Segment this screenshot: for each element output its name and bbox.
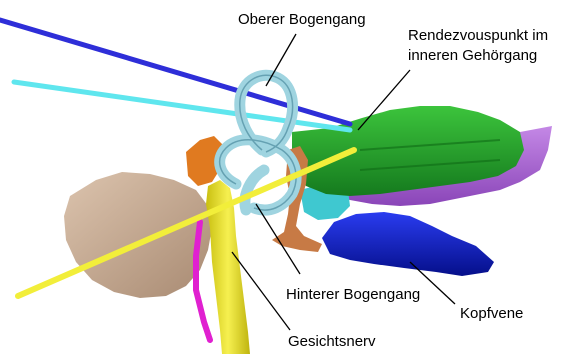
- vein: [322, 212, 494, 276]
- label-oberer-bogengang: Oberer Bogengang: [238, 11, 366, 29]
- label-gesichtsnerv: Gesichtsnerv: [288, 333, 376, 351]
- label-rendezvous-line2: inneren Gehörgang: [408, 47, 537, 65]
- label-kopfvene: Kopfvene: [460, 305, 523, 323]
- label-hinterer-bogengang: Hinterer Bogengang: [286, 286, 420, 304]
- label-rendezvous-line1: Rendezvouspunkt im: [408, 27, 548, 45]
- trajectory-cyan: [14, 82, 350, 130]
- tan-structure: [64, 172, 212, 298]
